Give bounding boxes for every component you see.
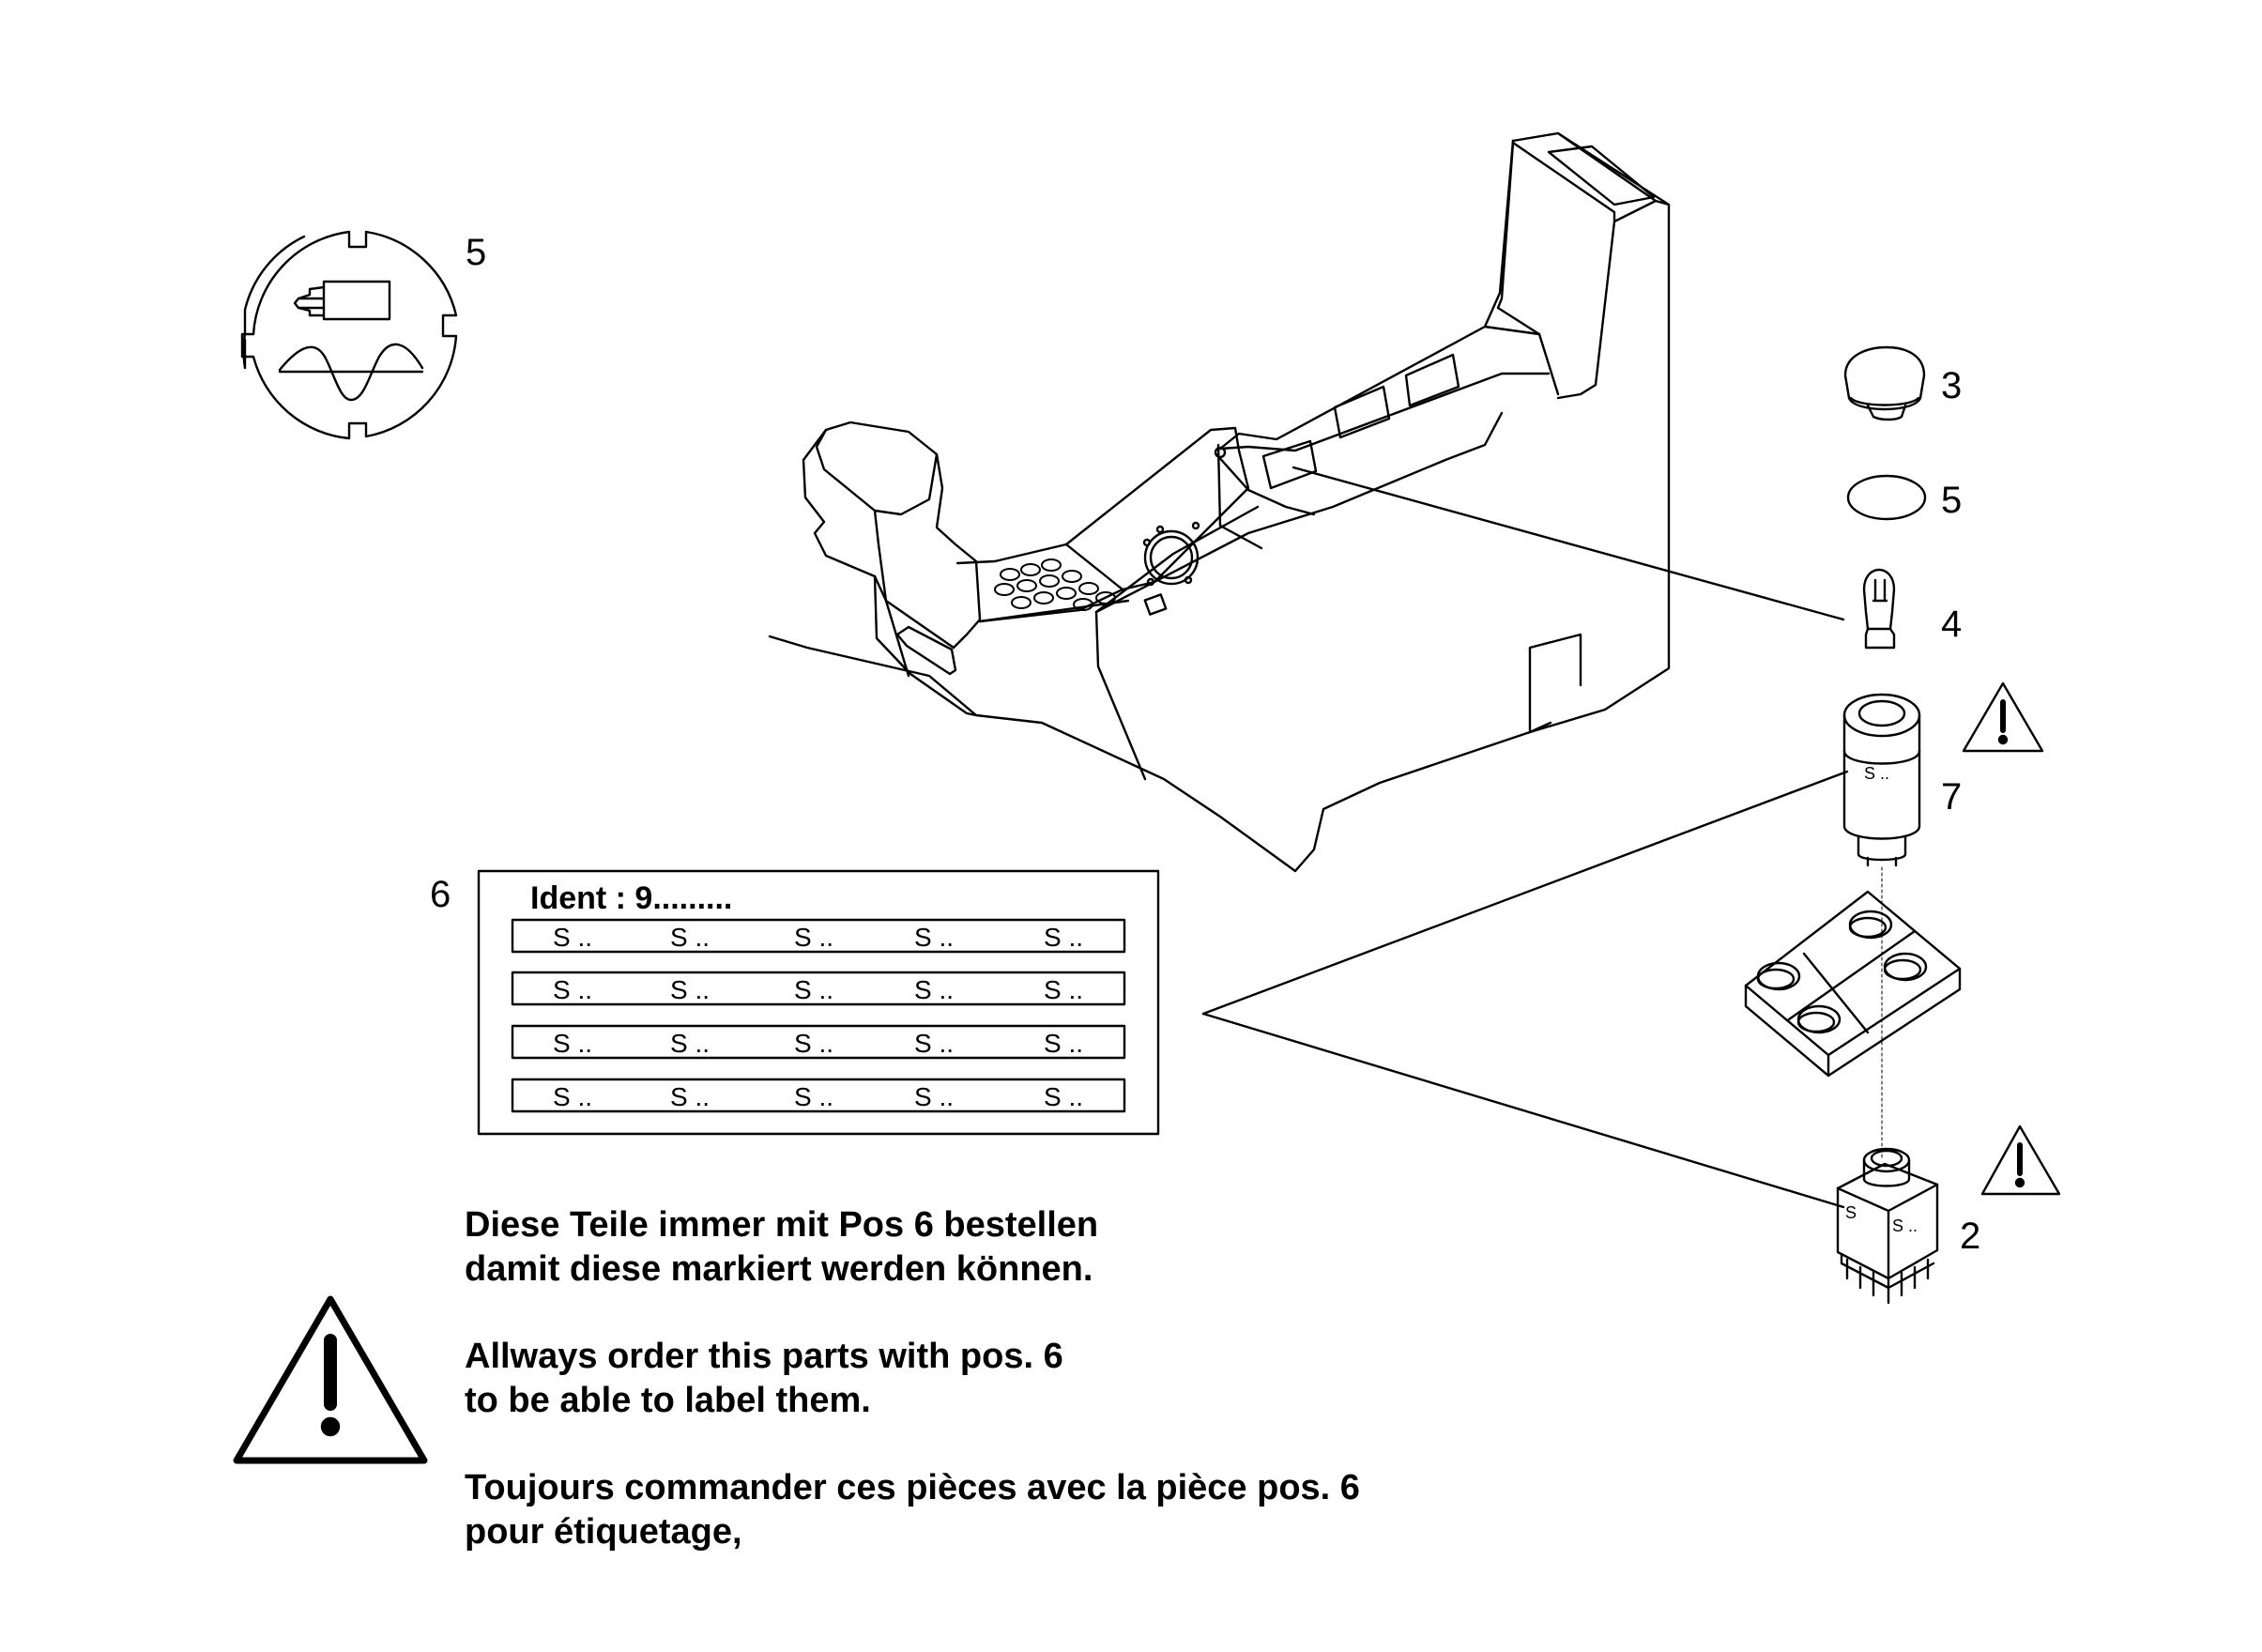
note-german: Diese Teile immer mit Pos 6 bestellen da… <box>465 1203 1098 1292</box>
label-cell: S .. <box>670 975 710 1004</box>
center-console-drawing <box>768 131 1671 873</box>
push-switch-7-part <box>1842 693 1921 867</box>
label-row <box>511 918 1126 954</box>
label-cell: S .. <box>914 1029 954 1058</box>
warning-triangle-icon <box>1980 1124 2061 1196</box>
ident-label: Ident : 9......... <box>530 880 732 916</box>
leader-line-7 <box>1201 770 1849 1016</box>
label-cell: S .. <box>670 923 710 952</box>
warning-triangle-icon <box>1962 681 2044 753</box>
switch-2-mark-a: S <box>1845 1203 1857 1222</box>
label-cell: S .. <box>553 1082 592 1111</box>
note-line: Toujours commander ces pièces avec la pi… <box>465 1468 1360 1507</box>
label-cell: S .. <box>670 1029 710 1058</box>
label-cell: S .. <box>794 1082 833 1111</box>
label-cell: S .. <box>914 975 954 1004</box>
note-line: pour étiquetage, <box>465 1512 742 1552</box>
switch-7-mark: S .. <box>1864 764 1889 783</box>
note-english: Allways order this parts with pos. 6 to … <box>465 1335 1063 1423</box>
symbol-disc-part <box>240 230 458 440</box>
callout-4: 4 <box>1941 604 1962 645</box>
callout-2: 2 <box>1960 1216 1980 1257</box>
note-line: Diese Teile immer mit Pos 6 bestellen <box>465 1205 1099 1245</box>
leader-line-2 <box>1201 1012 1845 1209</box>
label-cell: S .. <box>553 923 592 952</box>
square-switch-2-part <box>1836 1147 1939 1305</box>
mounting-plate-part <box>1744 890 1962 1078</box>
label-row <box>511 1024 1126 1060</box>
label-row <box>511 971 1126 1006</box>
label-cell: S .. <box>794 975 833 1004</box>
label-sheet <box>477 869 1160 1136</box>
callout-7: 7 <box>1941 776 1962 818</box>
label-row <box>511 1078 1126 1113</box>
label-cell: S .. <box>553 1029 592 1058</box>
cap-part <box>1843 345 1926 421</box>
label-cell: S .. <box>794 1029 833 1058</box>
label-cell: S .. <box>1044 1029 1083 1058</box>
note-line: damit diese markiert werden können. <box>465 1249 1093 1289</box>
callout-6: 6 <box>430 874 451 915</box>
label-cell: S .. <box>1044 1082 1083 1111</box>
leader-line-4 <box>1291 466 1845 621</box>
warning-triangle-icon <box>233 1295 428 1464</box>
label-cell: S .. <box>553 975 592 1004</box>
note-line: to be able to label them. <box>465 1381 871 1420</box>
note-french: Toujours commander ces pièces avec la pi… <box>465 1466 1360 1554</box>
label-cell: S .. <box>914 1082 954 1111</box>
bulb-part <box>1862 568 1896 650</box>
switch-2-mark-b: S .. <box>1892 1216 1918 1235</box>
label-cell: S .. <box>1044 975 1083 1004</box>
o-ring-part <box>1846 474 1927 521</box>
note-line: Allways order this parts with pos. 6 <box>465 1337 1063 1376</box>
label-cell: S .. <box>670 1082 710 1111</box>
label-cell: S .. <box>794 923 833 952</box>
label-cell: S .. <box>914 923 954 952</box>
label-cell: S .. <box>1044 923 1083 952</box>
callout-3: 3 <box>1941 365 1962 406</box>
callout-5-disc: 5 <box>466 232 486 273</box>
callout-5-ring: 5 <box>1941 480 1962 521</box>
